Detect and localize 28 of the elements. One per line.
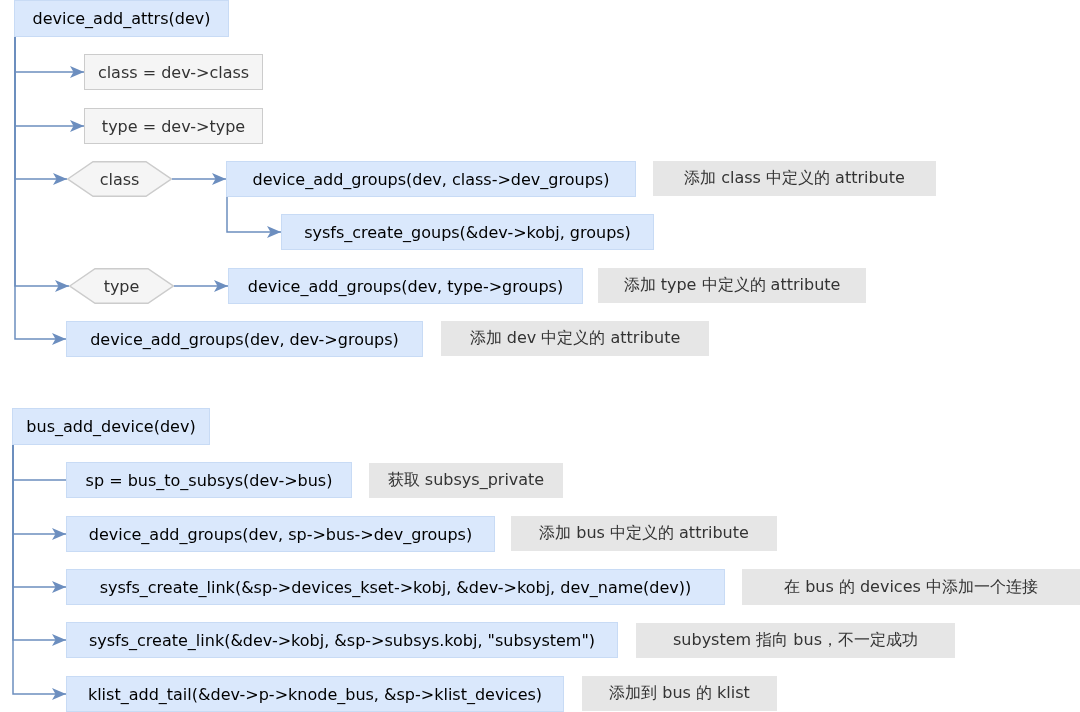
code-box: sysfs_create_link(&sp->devices_kset->kobj, &dev->kobj, dev_name(dev)) (66, 569, 725, 605)
comment-box: 获取 subsys_private (369, 463, 563, 498)
code-box: device_add_groups(dev, dev->groups) (66, 321, 423, 357)
assignment-box: class = dev->class (84, 54, 263, 90)
comment-box: 添加到 bus 的 klist (582, 676, 777, 711)
comment-box: subystem 指向 bus，不一定成功 (636, 623, 955, 658)
code-box: device_add_groups(dev, type->groups) (228, 268, 583, 304)
code-box: device_add_groups(dev, sp->bus->dev_groups) (66, 516, 495, 552)
code-box: klist_add_tail(&dev->p->knode_bus, &sp->klist_devices) (66, 676, 564, 712)
comment-box: 添加 dev 中定义的 attribute (441, 321, 709, 356)
condition-hexagon: type (69, 268, 174, 304)
arrow (171, 173, 227, 185)
assignment-box: type = dev->type (84, 108, 263, 144)
comment-box: 添加 type 中定义的 attribute (598, 268, 866, 303)
code-box: bus_add_device(dev) (12, 408, 210, 445)
arrow (14, 36, 67, 345)
comment-box: 添加 bus 中定义的 attribute (511, 516, 777, 551)
code-box: sysfs_create_goups(&dev->kobj, groups) (281, 214, 654, 250)
condition-hexagon: class (67, 161, 172, 197)
code-box: sp = bus_to_subsys(dev->bus) (66, 462, 352, 498)
arrow (173, 280, 229, 292)
comment-box: 在 bus 的 devices 中添加一个连接 (742, 569, 1080, 605)
code-box: sysfs_create_link(&dev->kobj, &sp->subsys.kobj, "subsystem") (66, 622, 618, 658)
arrow (226, 196, 282, 238)
code-box: device_add_groups(dev, class->dev_groups) (226, 161, 636, 197)
code-box: device_add_attrs(dev) (14, 0, 229, 37)
comment-box: 添加 class 中定义的 attribute (653, 161, 936, 196)
arrow (12, 444, 67, 700)
